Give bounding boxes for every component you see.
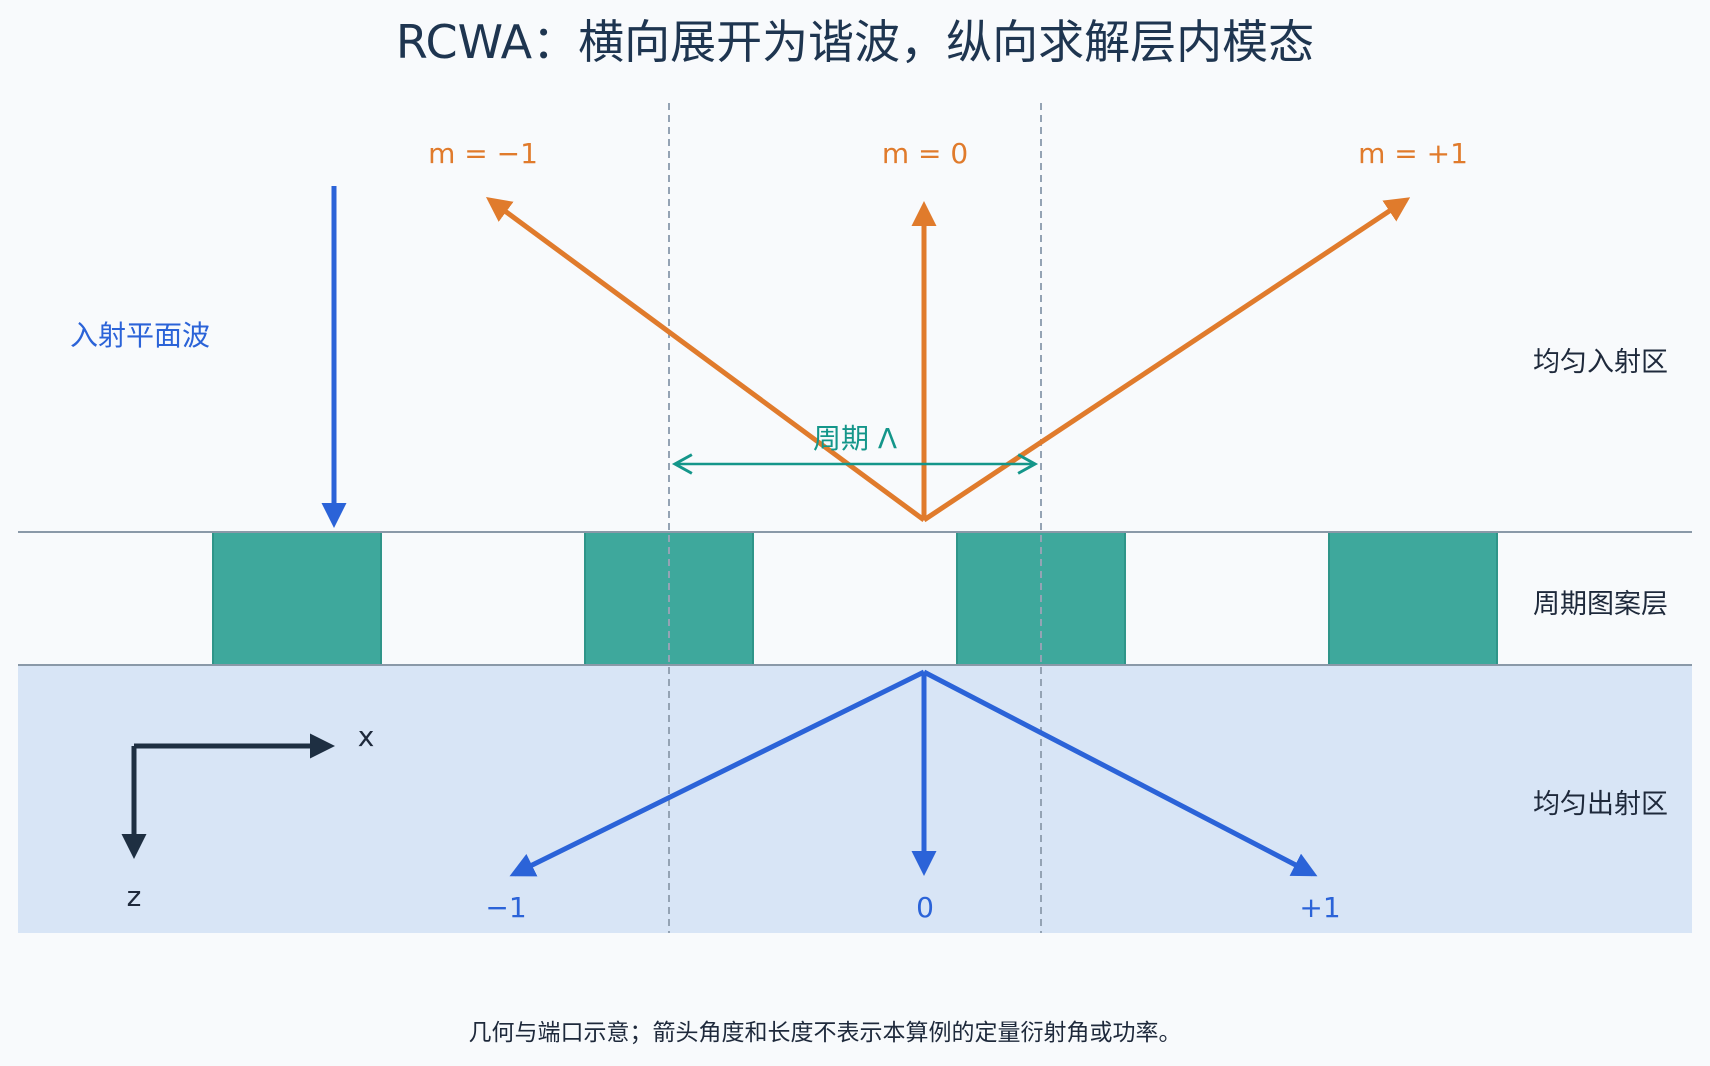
transmission-region	[18, 665, 1692, 933]
transmitted-arrows	[509, 669, 1318, 877]
transmitted-order-label-minus-1: −1	[485, 891, 526, 924]
transmitted-order-label-0: 0	[916, 891, 934, 924]
reflected-order-label-0: m = 0	[882, 137, 968, 170]
reflected-arrows	[485, 197, 1411, 523]
region-label-transmission: 均匀出射区	[1533, 789, 1668, 820]
reflected-order-label-minus-1: m = −1	[428, 137, 538, 170]
region-label-incidence: 均匀入射区	[1533, 347, 1668, 378]
incident-label: 入射平面波	[70, 319, 210, 352]
grating-blocks	[212, 531, 1498, 666]
grating-block	[1328, 531, 1498, 666]
coordinate-axes: x z	[121, 720, 375, 913]
x-axis-label: x	[358, 720, 375, 753]
reflected-arrow-plus-1	[922, 197, 1411, 523]
grating-block	[212, 531, 382, 666]
caption: 几何与端口示意；箭头角度和长度不表示本算例的定量衍射角或功率。	[469, 1020, 1182, 1046]
transmitted-arrow-plus-1	[922, 669, 1318, 877]
reflected-order-label-plus-1: m = +1	[1358, 137, 1468, 170]
region-label-grating: 周期图案层	[1533, 589, 1668, 620]
period-label: 周期 Λ	[813, 422, 897, 455]
transmitted-arrow-minus-1	[509, 669, 926, 877]
diagram-title: RCWA：横向展开为谐波，纵向求解层内模态	[396, 15, 1314, 69]
reflected-arrow-minus-1	[485, 197, 926, 523]
z-axis-label: z	[127, 880, 142, 913]
transmitted-order-label-plus-1: +1	[1299, 891, 1340, 924]
